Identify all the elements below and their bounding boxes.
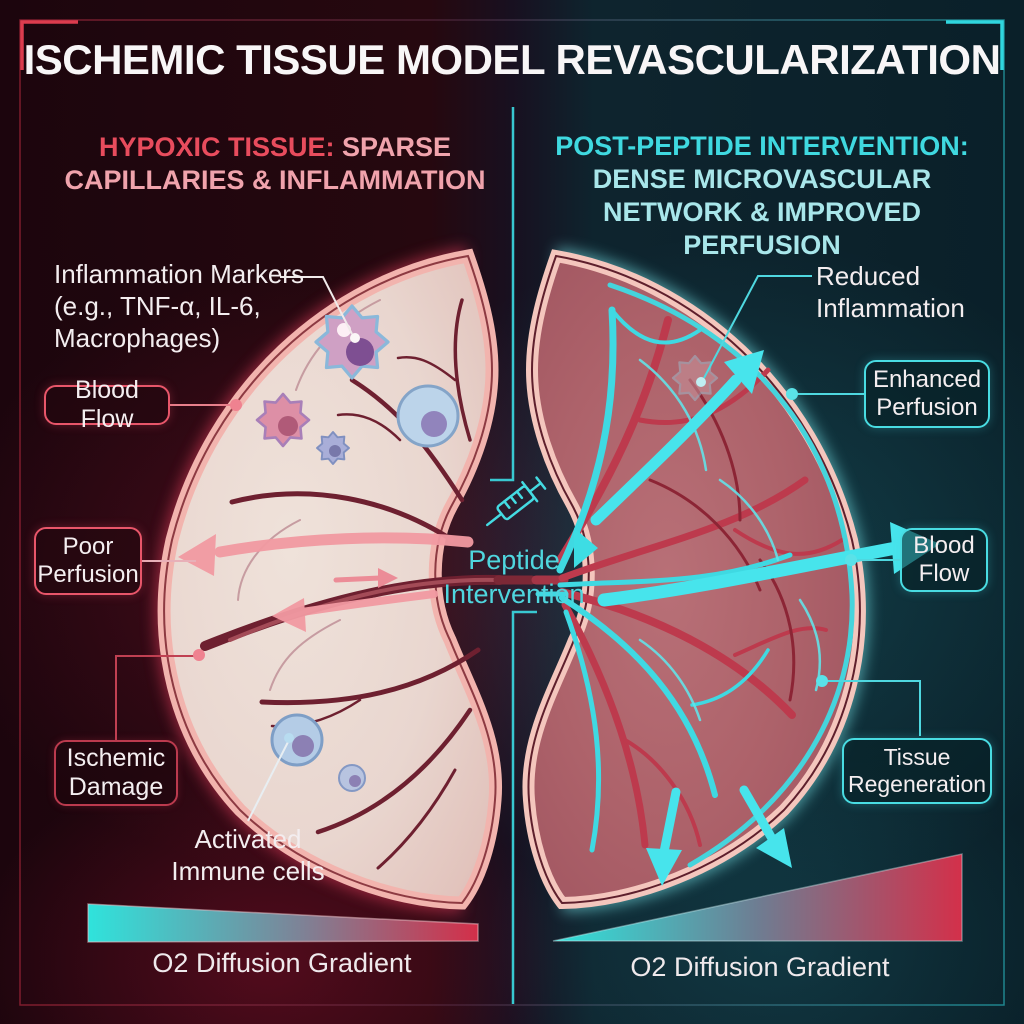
right-subtitle-rest: DENSE MICROVASCULAR NETWORK & IMPROVED P… (592, 163, 932, 260)
right-tissue (522, 249, 940, 910)
o2-wedge-right (552, 853, 963, 942)
o2-wedge-left (87, 903, 479, 943)
label-peptide-intervention: Peptide Intervention (443, 545, 585, 610)
left-subtitle-emphasis: HYPOXIC TISSUE: (98, 132, 335, 162)
frame-border (19, 19, 1005, 1006)
intervention-arrow-icon (574, 528, 598, 568)
label-ischemic-damage: Ischemic Damage (54, 740, 178, 806)
left-tissue (157, 248, 537, 910)
label-reduced-inflammation: Reduced Inflammation (816, 261, 965, 324)
label-inflammation-markers: Inflammation Markers (e.g., TNF-α, IL-6,… (54, 259, 304, 354)
left-subtitle: HYPOXIC TISSUE: SPARSE CAPILLARIES & INF… (40, 131, 510, 197)
left-subtitle-rest: SPARSE CAPILLARIES & INFLAMMATION (64, 132, 486, 195)
label-poor-perfusion: Poor Perfusion (34, 527, 142, 595)
label-o2-gradient-left: O2 Diffusion Gradient (152, 948, 412, 978)
label-activated-immune-cells: Activated Immune cells (171, 824, 325, 887)
label-tissue-regeneration: Tissue Regeneration (842, 738, 992, 804)
label-blood-flow-left: Blood Flow (44, 376, 170, 433)
dense-network-cyan (535, 282, 855, 868)
label-enhanced-perfusion: Enhanced Perfusion (864, 360, 990, 428)
right-subtitle: POST-PEPTIDE INTERVENTION:DENSE MICROVAS… (525, 130, 999, 262)
right-subtitle-emphasis: POST-PEPTIDE INTERVENTION: (555, 131, 969, 161)
label-o2-gradient-right: O2 Diffusion Gradient (630, 952, 890, 982)
page-title: ISCHEMIC TISSUE MODEL REVASCULARIZATION (23, 36, 1001, 83)
poor-flow-arrows (178, 532, 474, 632)
fading-immune-cell (673, 356, 717, 400)
corner-bracket-red (20, 20, 78, 70)
annotation-connectors (115, 275, 921, 822)
sparse-capillaries (200, 298, 505, 870)
label-blood-flow-right: Blood Flow (900, 528, 988, 592)
corner-bracket-cyan (946, 20, 1004, 70)
immune-cells (257, 306, 460, 792)
syringe-icon (485, 476, 547, 527)
divider-line (490, 107, 537, 1004)
